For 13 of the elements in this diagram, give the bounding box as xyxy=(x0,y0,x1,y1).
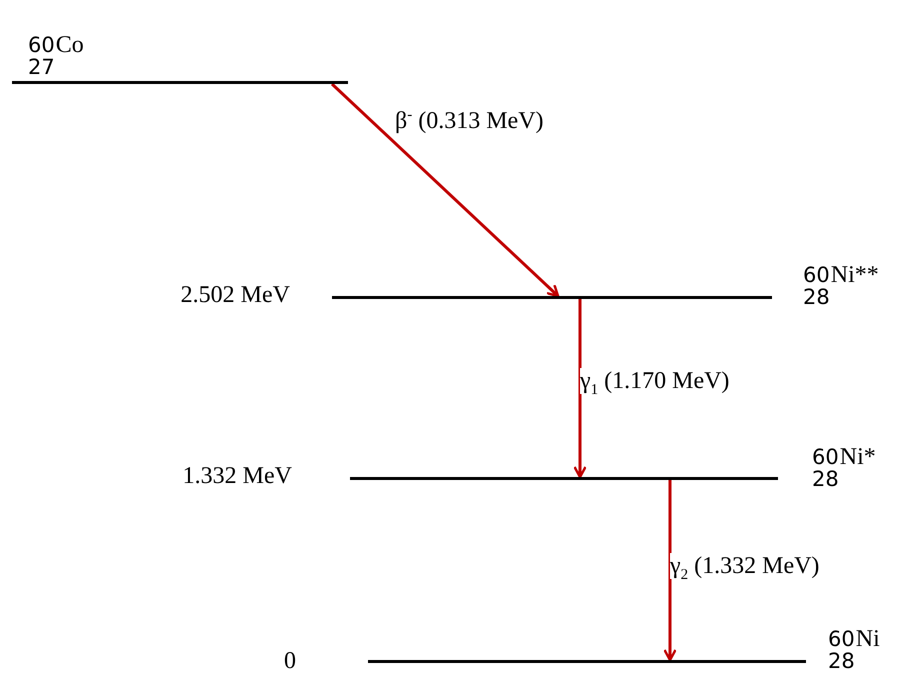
energy-value: 1.332 MeV xyxy=(182,463,292,490)
energy-level-line xyxy=(350,477,778,480)
energy-level-line xyxy=(12,81,348,84)
edge-label: γ$_{2}$ (1.332 MeV) xyxy=(670,553,820,580)
decay-arrow xyxy=(573,299,587,478)
decay-arrow xyxy=(663,480,677,662)
edge-label: γ$_{1}$ (1.170 MeV) xyxy=(580,368,730,394)
edge-label: β$^{-}$ (0.313 MeV) xyxy=(395,108,544,134)
energy-level-line xyxy=(368,660,806,663)
energy-level-line xyxy=(332,296,772,299)
decay-arrow xyxy=(330,82,560,298)
energy-value: 2.502 MeV xyxy=(180,282,290,308)
energy-value: 0 xyxy=(284,648,296,674)
